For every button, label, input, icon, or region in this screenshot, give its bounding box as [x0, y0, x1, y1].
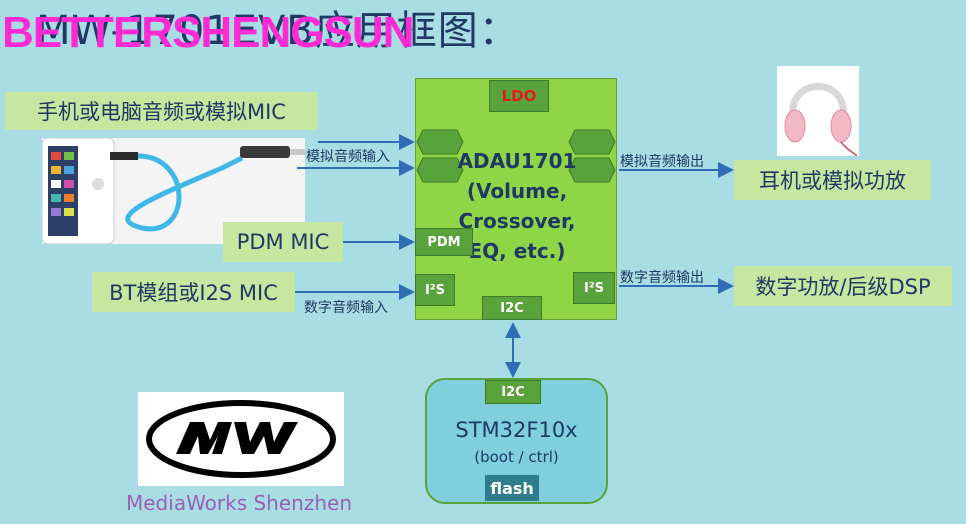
analog-out-caption: 模拟音频输出 — [620, 154, 704, 170]
analog-in-caption: 模拟音频输入 — [306, 149, 390, 165]
chip-label: ADAU1701 (Volume, Crossover, EQ, etc.) — [440, 146, 594, 266]
headphone-image — [777, 66, 859, 157]
chip-label-line-4: EQ, etc.) — [468, 239, 566, 263]
output-label-dsp: 数字功放/后级DSP — [734, 266, 952, 306]
logo-caption: MediaWorks Shenzhen — [126, 491, 352, 515]
output-label-headphone: 耳机或模拟功放 — [734, 160, 931, 200]
diagram-title: MW-1701EVB应用框图： — [36, 8, 520, 54]
i2s-pad-left: I²S — [415, 274, 455, 306]
i2c-pad-mcu: I2C — [485, 380, 541, 404]
flash-block: flash — [485, 475, 539, 501]
digital-in-caption: 数字音频输入 — [304, 300, 388, 316]
digital-out-caption: 数字音频输出 — [620, 270, 704, 286]
analog-port-pads — [416, 129, 616, 183]
pdm-pad: PDM — [415, 228, 473, 256]
watermark: BETTERSHENGSUN — [2, 8, 414, 57]
i2s-pad-right: I²S — [573, 272, 615, 304]
chip-label-line-3: Crossover, — [458, 209, 576, 233]
ldo-block: LDO — [489, 80, 549, 112]
mcu-name: STM32F10x — [455, 418, 578, 442]
input-label-pdm-mic: PDM MIC — [223, 222, 343, 262]
input-label-bt-i2s: BT模组或I2S MIC — [92, 272, 295, 312]
chip-label-line-2: (Volume, — [466, 179, 568, 203]
i2c-pad-chip: I2C — [482, 296, 542, 320]
input-label-phone-mic: 手机或电脑音频或模拟MIC — [5, 92, 318, 130]
chip-label-line-1: ADAU1701 — [457, 149, 577, 173]
mediaworks-logo — [138, 392, 344, 486]
mcu-role: (boot / ctrl) — [474, 448, 559, 466]
